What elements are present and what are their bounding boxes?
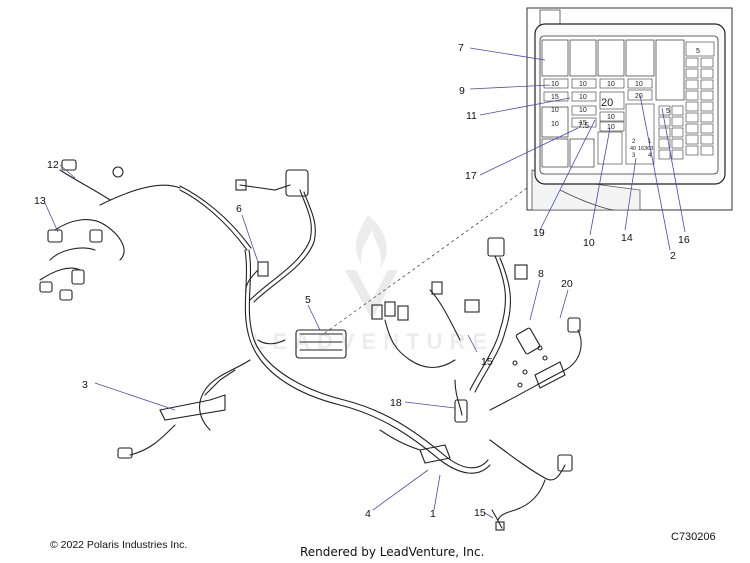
callout-11: 11 xyxy=(466,110,477,122)
fuse-label: 10 xyxy=(607,124,615,131)
detail-leader-line xyxy=(321,187,528,336)
callout-7: 7 xyxy=(458,42,464,54)
fuse-label: 40 xyxy=(630,146,636,152)
callout-17: 17 xyxy=(465,170,477,182)
callout-leaders xyxy=(44,47,686,519)
copyright-text: © 2022 Polaris Industries Inc. xyxy=(50,539,188,551)
callout-15a: 15 xyxy=(481,356,493,368)
fuse-label: 1 xyxy=(648,139,652,145)
fuse-label: 10 xyxy=(551,121,559,128)
fuse-label: 10 xyxy=(551,107,559,114)
fuse-label: 10 xyxy=(579,94,587,101)
fuse-label: 15 xyxy=(551,94,559,101)
fuse-label: 10 xyxy=(551,81,559,88)
fuse-label: 10 xyxy=(579,107,587,114)
fuse-label: 3 xyxy=(632,153,636,159)
watermark-text: LEADVENTURE xyxy=(252,329,494,354)
fuse-label: 20 xyxy=(635,93,643,100)
fuse-label: 5 xyxy=(666,108,670,115)
fuse-label: 4 xyxy=(648,153,652,159)
callout-6: 6 xyxy=(236,203,242,215)
callout-9: 9 xyxy=(459,85,465,97)
fuse-label: 5 xyxy=(696,48,700,55)
fuse-label: 10 xyxy=(635,81,643,88)
callout-14: 14 xyxy=(621,232,633,244)
callout-4: 4 xyxy=(365,508,371,520)
fuse-label: 7.5 xyxy=(578,121,590,130)
watermark-logo xyxy=(345,215,398,320)
callout-15b: 15 xyxy=(474,507,486,519)
callout-12: 12 xyxy=(47,159,59,171)
fuse-label: 15 xyxy=(579,120,587,127)
fuse-label: 16363 xyxy=(638,146,653,152)
fuse-label: 10 xyxy=(579,81,587,88)
rendered-by-text: Rendered by LeadVenture, Inc. xyxy=(300,545,485,559)
callout-20: 20 xyxy=(561,278,573,290)
callout-3: 3 xyxy=(82,379,88,391)
fuse-label: 2 xyxy=(632,139,636,145)
fuse-box-inset: 10 10 10 10 15 10 10 20 10 20 15 10 10 1… xyxy=(526,7,733,211)
callouts: 1 2 3 4 5 6 7 8 9 10 11 12 13 14 15 15 1… xyxy=(34,42,690,520)
drawing-number: C730206 xyxy=(671,531,716,543)
fuse-label: 10 xyxy=(607,81,615,88)
fuse-label: 20 xyxy=(601,97,613,109)
callout-13: 13 xyxy=(34,195,46,207)
callout-10: 10 xyxy=(583,237,595,249)
callout-8: 8 xyxy=(538,268,544,280)
callout-2: 2 xyxy=(670,250,676,262)
callout-16: 16 xyxy=(678,234,690,246)
wiring-harness xyxy=(39,159,582,531)
callout-19: 19 xyxy=(533,227,545,239)
fuse-label: 10 xyxy=(607,114,615,121)
callout-1: 1 xyxy=(430,508,436,520)
callout-18: 18 xyxy=(390,397,402,409)
callout-5: 5 xyxy=(305,294,311,306)
